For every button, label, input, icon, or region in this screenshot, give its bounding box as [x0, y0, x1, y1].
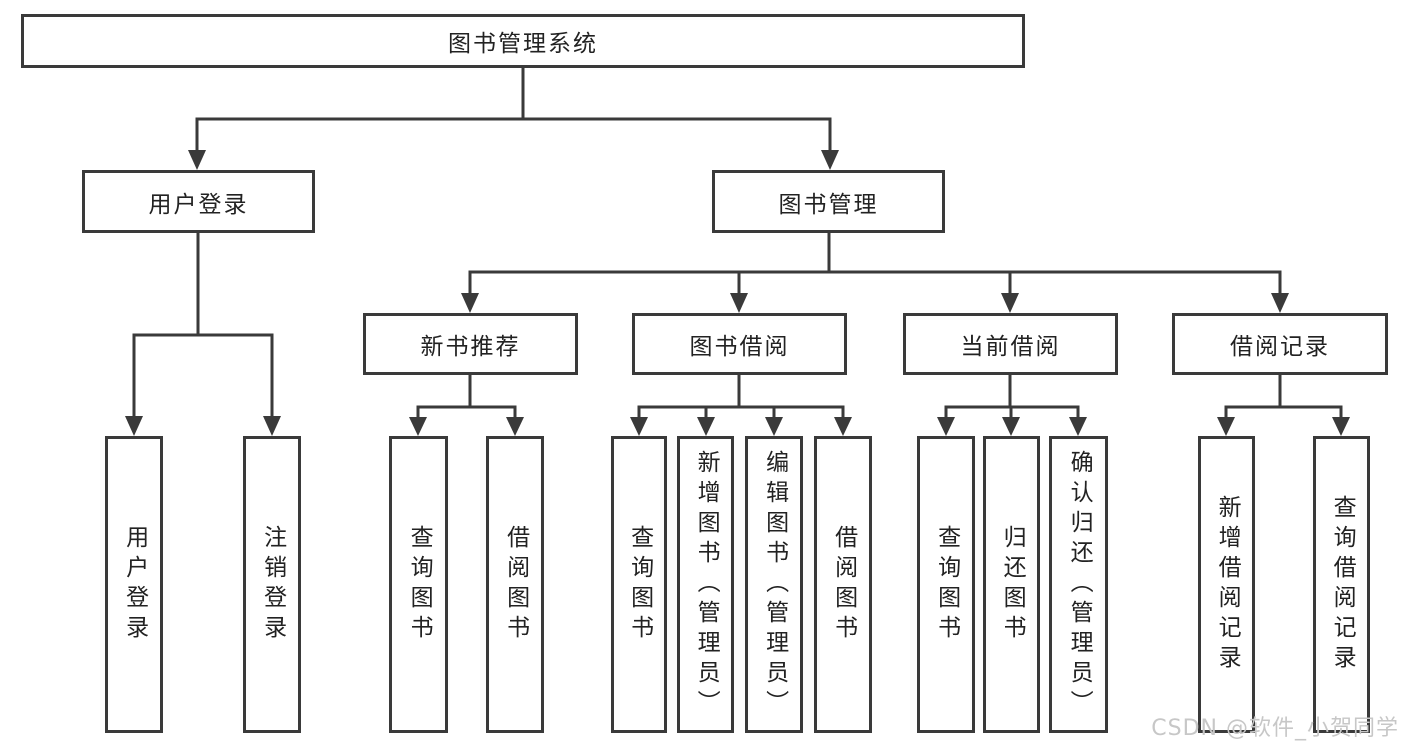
- leaf-borrow-books-1: 借阅图书: [486, 436, 544, 733]
- leaf-query-books-3: 查询图书: [917, 436, 975, 733]
- leaf-add-books-admin: 新增图书（管理员）: [677, 436, 734, 733]
- connector-current-borrow-to-children: [937, 373, 1087, 436]
- leaf-return-books: 归还图书: [983, 436, 1040, 733]
- leaf-confirm-return-admin: 确认归还（管理员）: [1049, 436, 1108, 733]
- connector-book-mgmt-to-modules: [461, 231, 1289, 313]
- leaf-borrow-books-2: 借阅图书: [814, 436, 872, 733]
- leaf-query-books-1: 查询图书: [389, 436, 448, 733]
- node-user-login-branch: 用户登录: [82, 170, 315, 233]
- leaf-query-borrow-record: 查询借阅记录: [1313, 436, 1370, 733]
- leaf-query-books-2: 查询图书: [611, 436, 667, 733]
- leaf-add-borrow-record: 新增借阅记录: [1198, 436, 1255, 733]
- leaf-user-login: 用户登录: [105, 436, 163, 733]
- node-current-borrowing: 当前借阅: [903, 313, 1118, 375]
- connector-borrow-records-to-children: [1217, 373, 1350, 436]
- leaf-logout: 注销登录: [243, 436, 301, 733]
- node-new-book-recommend: 新书推荐: [363, 313, 578, 375]
- node-book-management-branch: 图书管理: [712, 170, 945, 233]
- connector-book-borrow-to-children: [630, 373, 852, 436]
- connector-new-books-to-children: [409, 373, 524, 436]
- connector-user-login-to-children: [125, 231, 281, 436]
- node-book-borrowing: 图书借阅: [632, 313, 847, 375]
- node-borrowing-records: 借阅记录: [1172, 313, 1388, 375]
- csdn-watermark: CSDN @软件_小贺同学: [1151, 716, 1399, 741]
- leaf-edit-books-admin: 编辑图书（管理员）: [745, 436, 803, 733]
- connector-root-to-level2: [188, 66, 839, 170]
- node-root-system: 图书管理系统: [21, 14, 1025, 68]
